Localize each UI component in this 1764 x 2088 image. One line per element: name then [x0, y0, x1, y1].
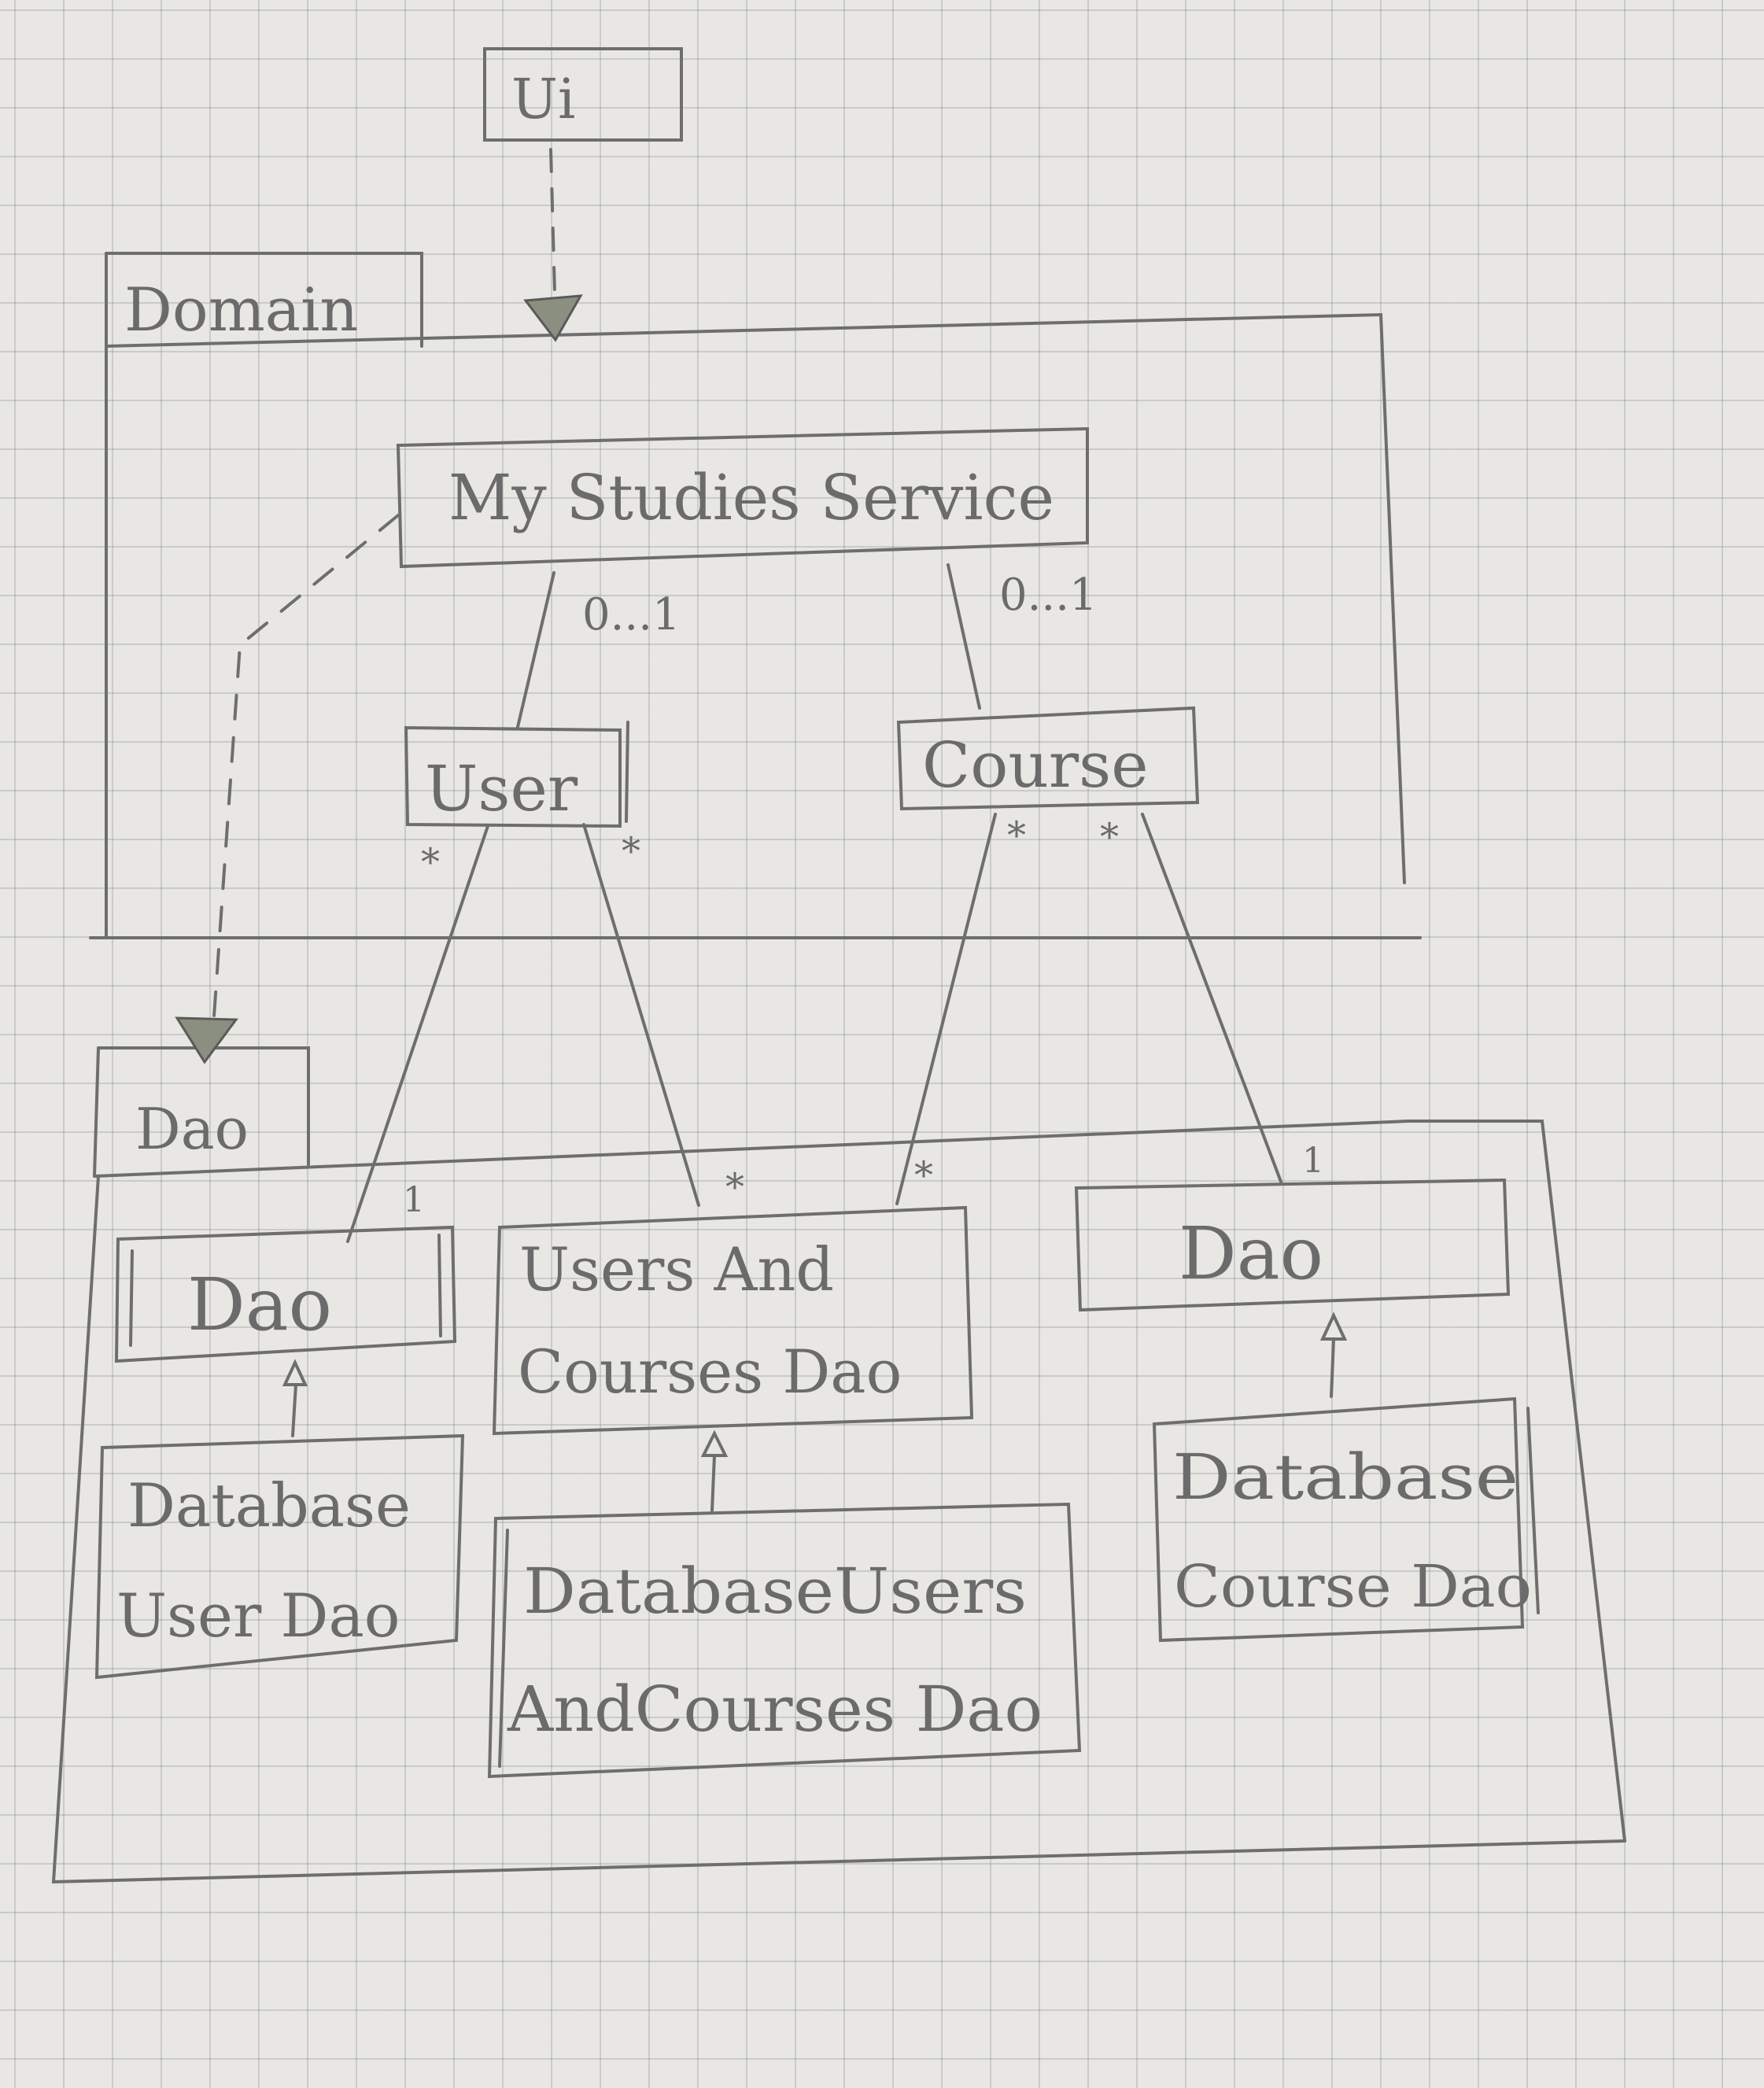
association-service-course	[947, 563, 981, 710]
ui-package-label: Ui	[511, 67, 575, 131]
course-label: Course	[922, 729, 1149, 802]
mult-service-user: 0...1	[582, 589, 681, 640]
user-label: User	[425, 752, 578, 825]
mult-course-right: *	[1100, 815, 1119, 859]
database-user-dao-label-2: User Dao	[116, 1581, 400, 1651]
user-box	[404, 721, 629, 828]
association-course-coursedao	[1141, 813, 1282, 1183]
users-and-courses-dao-label-2: Courses Dao	[518, 1337, 902, 1407]
association-user-userdao	[346, 825, 489, 1243]
user-dao-label: Dao	[187, 1263, 332, 1347]
database-user-dao-box	[94, 1433, 465, 1680]
database-course-dao-label-2: Course Dao	[1174, 1553, 1532, 1621]
users-and-courses-dao-label-1: Users And	[519, 1234, 834, 1304]
association-course-userscoursesdao	[895, 813, 997, 1205]
my-studies-service-label: My Studies Service	[448, 461, 1054, 534]
mult-userscourses-left: *	[725, 1165, 744, 1209]
service-dao-dependency	[175, 514, 400, 1064]
mult-user-right: *	[622, 829, 640, 873]
realization-user-dao	[282, 1359, 308, 1437]
ui-package	[483, 47, 683, 142]
my-studies-service-box	[396, 426, 1089, 569]
domain-package-label: Domain	[124, 275, 358, 345]
users-and-courses-dao-box	[492, 1205, 974, 1436]
database-users-and-courses-dao-label-2: AndCourses Dao	[507, 1673, 1043, 1746]
association-service-user	[516, 571, 555, 729]
domain-package	[89, 252, 1422, 939]
mult-course-left: *	[1007, 813, 1026, 858]
dao-package	[51, 1046, 1626, 1884]
user-dao-box	[114, 1225, 457, 1363]
course-dao-label: Dao	[1179, 1212, 1323, 1296]
database-users-and-courses-dao-box	[487, 1502, 1082, 1779]
course-dao-box	[1074, 1178, 1511, 1312]
ui-domain-dependency	[523, 148, 583, 342]
mult-service-course: 0...1	[999, 570, 1098, 621]
database-course-dao-label-1: Database	[1172, 1441, 1519, 1514]
database-course-dao-box	[1152, 1396, 1540, 1643]
database-user-dao-label-1: Database	[127, 1470, 411, 1540]
association-user-userscoursesdao	[582, 823, 700, 1207]
mult-user-left: *	[421, 840, 440, 884]
mult-user-dao-end: 1	[403, 1180, 425, 1220]
database-users-and-courses-dao-label-1: DatabaseUsers	[523, 1555, 1027, 1628]
dao-package-label: Dao	[135, 1096, 249, 1162]
realization-users-courses-dao	[700, 1430, 729, 1512]
mult-userscourses-right: *	[914, 1153, 933, 1197]
course-box	[896, 706, 1200, 811]
realization-course-dao	[1319, 1311, 1348, 1398]
mult-course-dao-end: 1	[1302, 1141, 1324, 1181]
